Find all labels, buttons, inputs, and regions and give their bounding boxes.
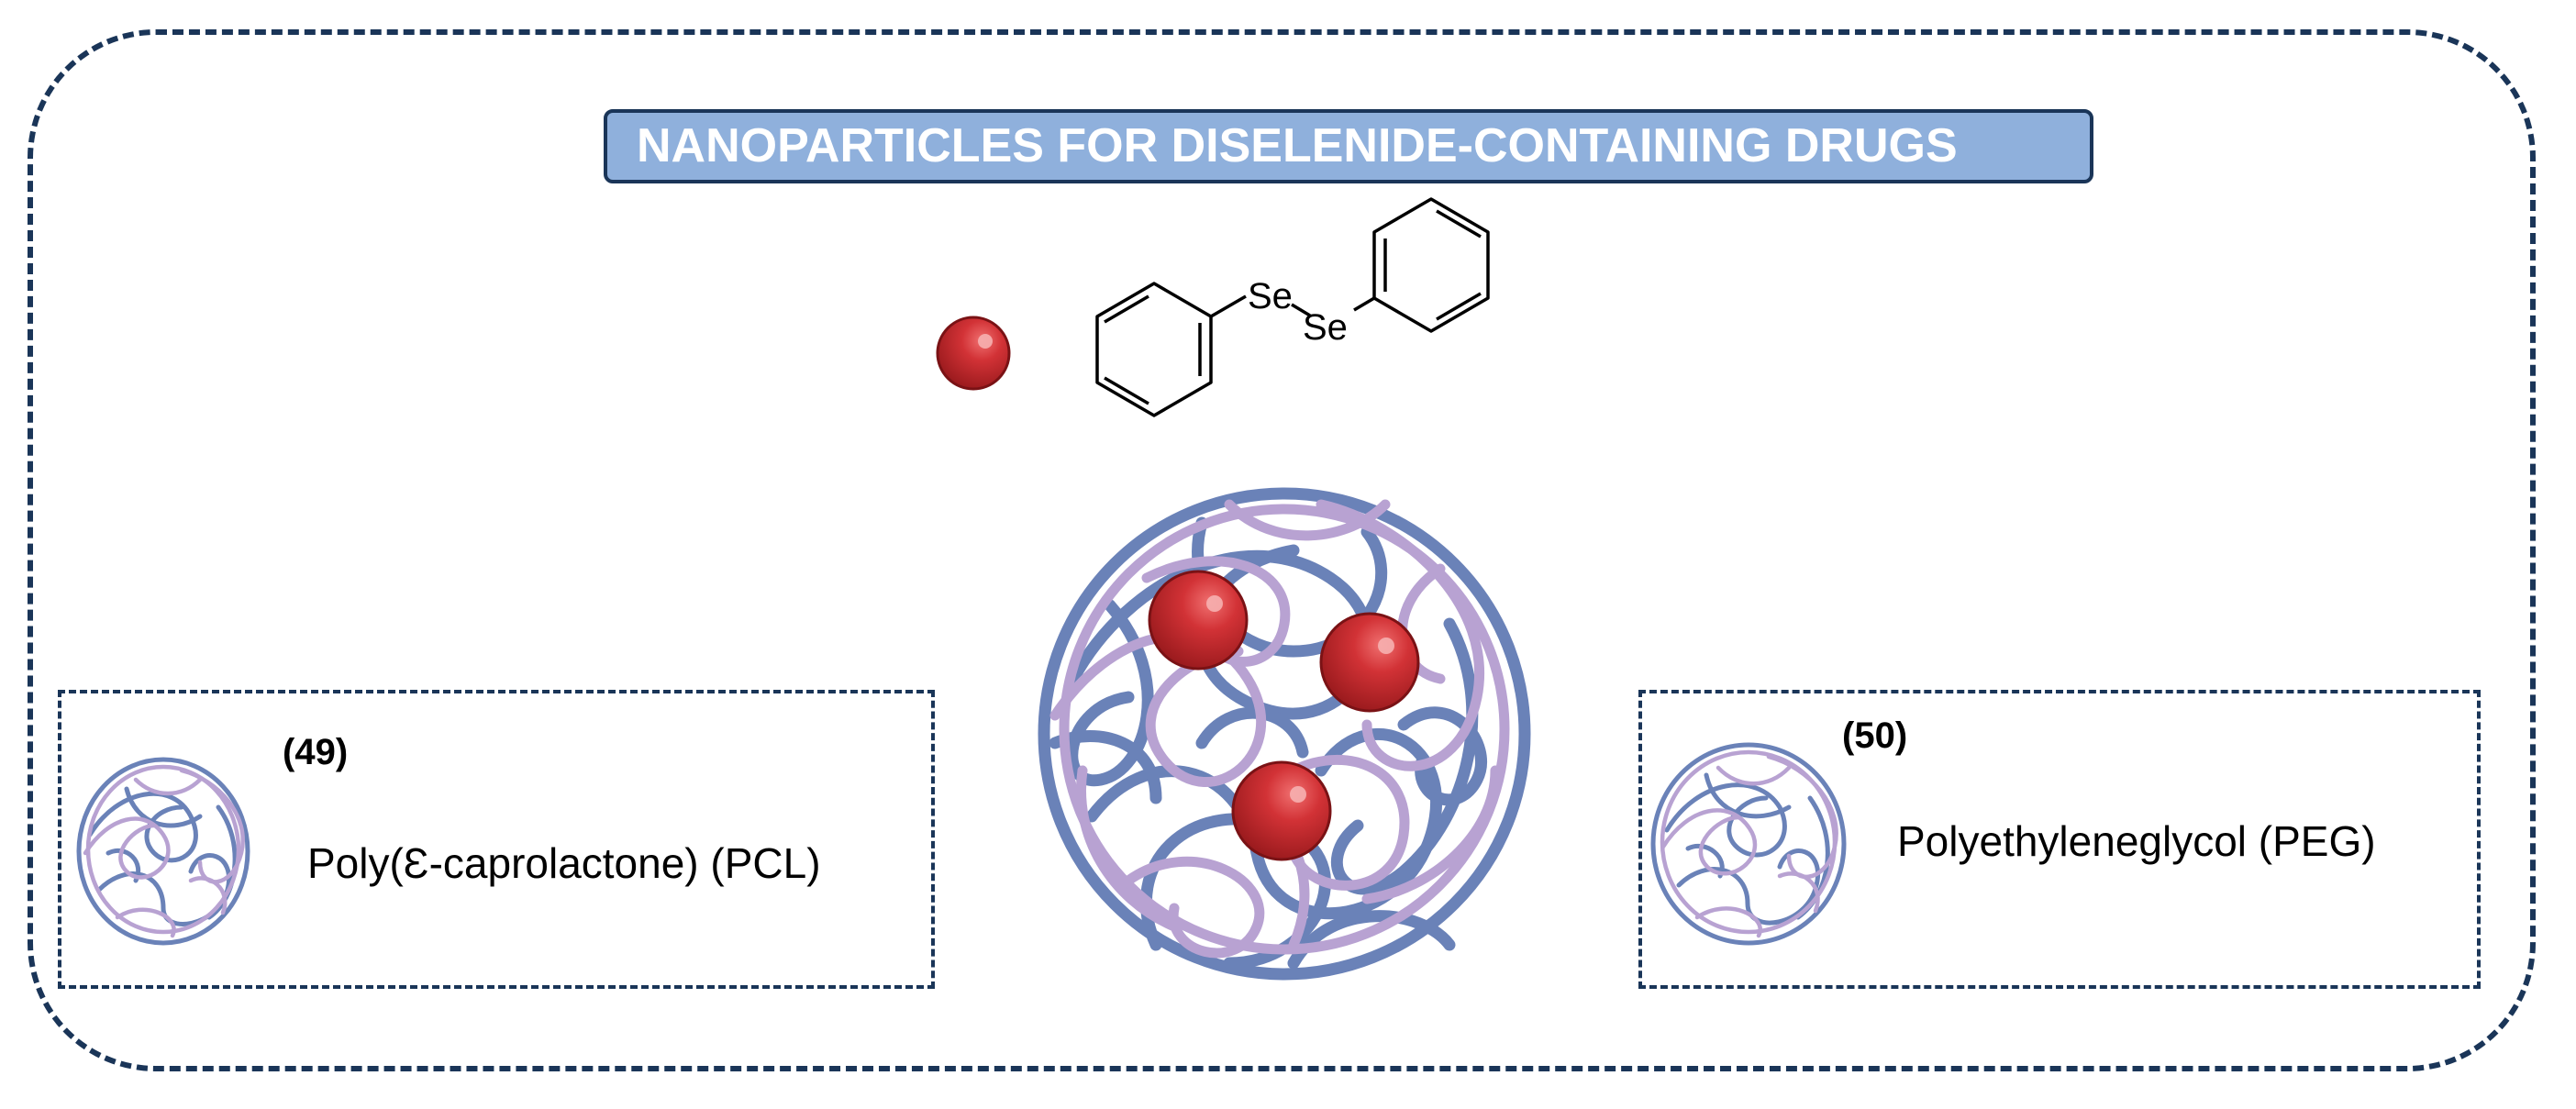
drug-sphere-icon: [936, 316, 1011, 391]
pcl-inset-box: [58, 690, 935, 989]
peg-inset-box: [1638, 690, 2481, 989]
drug-sphere-icon: [1148, 570, 1249, 671]
outer-dashed-frame: [28, 29, 2536, 1071]
diphenyl-diselenide-structure: Se Se: [1095, 197, 1490, 417]
diagram-title: NANOPARTICLES FOR DISELENIDE-CONTAINING …: [604, 109, 2093, 183]
drug-sphere-icon: [1319, 612, 1420, 713]
se-atom-label-1: Se: [1248, 276, 1293, 316]
peg-label: Polyethyleneglycol (PEG): [1897, 817, 2376, 865]
polymer-coil-icon: [1038, 487, 1531, 981]
central-nanoparticle: [1038, 487, 1531, 981]
pcl-compound-number: (49): [283, 732, 349, 772]
se-atom-label-2: Se: [1303, 307, 1348, 348]
pcl-polymer-coil-icon: [76, 757, 250, 946]
pcl-label: Poly(Ɛ-caprolactone) (PCL): [307, 839, 821, 887]
drug-sphere-icon: [1231, 760, 1332, 861]
peg-polymer-coil-icon: [1650, 742, 1847, 946]
loaded-drug-spheres: [1148, 570, 1420, 861]
peg-compound-number: (50): [1842, 715, 1908, 756]
